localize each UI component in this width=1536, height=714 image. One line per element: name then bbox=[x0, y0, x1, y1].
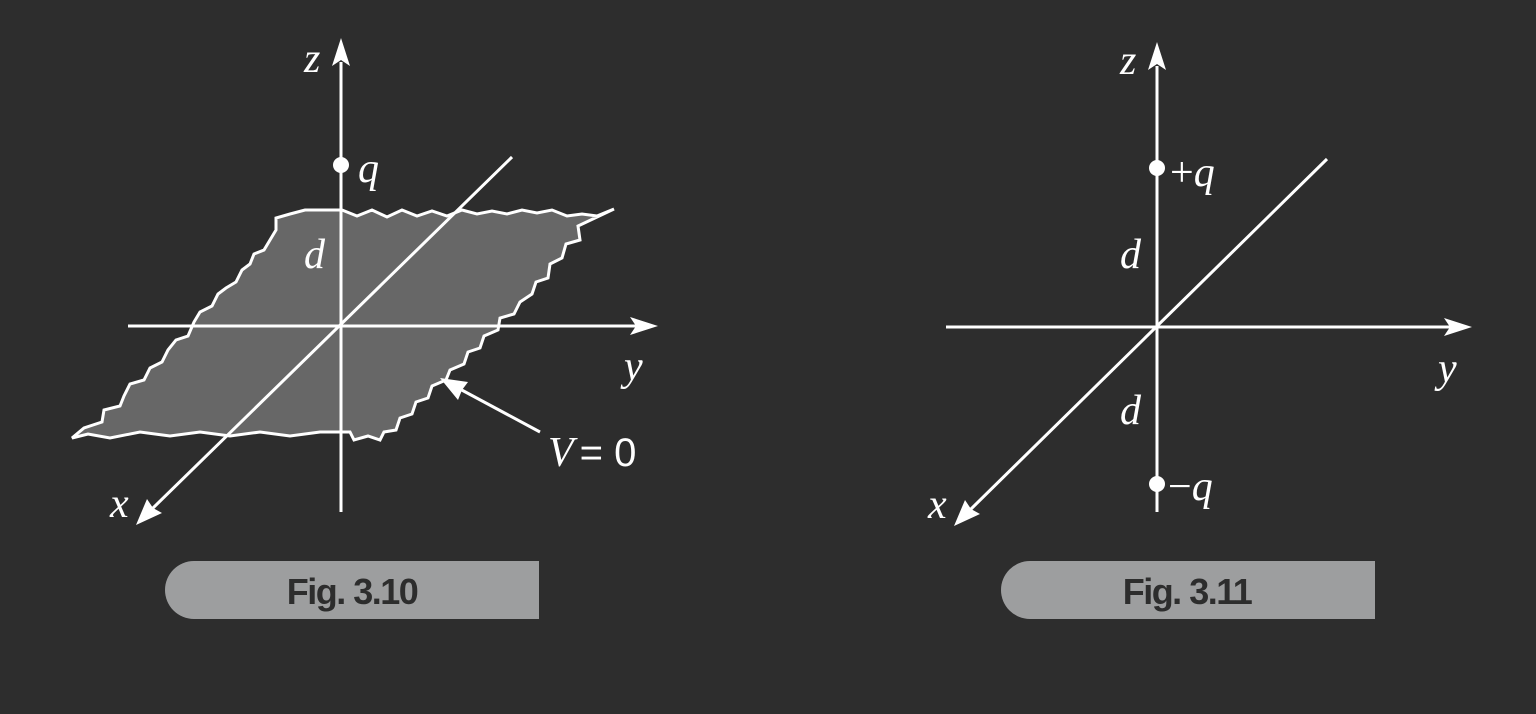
caption-tab bbox=[165, 561, 539, 619]
figure-caption: Fig. 3.11 bbox=[1123, 571, 1253, 612]
negative-sign: − bbox=[1168, 464, 1192, 510]
positive-charge-label: +q bbox=[1170, 150, 1215, 196]
x-axis-arrow bbox=[954, 500, 980, 526]
plane-potential-label: V= 0 bbox=[548, 430, 636, 476]
potential-symbol: V bbox=[548, 430, 578, 476]
x-axis bbox=[968, 157, 1329, 512]
y-axis-arrow bbox=[630, 317, 658, 335]
positive-q: q bbox=[1194, 150, 1215, 196]
plane-pointer bbox=[457, 386, 541, 434]
potential-value: = 0 bbox=[580, 431, 637, 475]
y-axis-arrow bbox=[1444, 318, 1472, 336]
charge-label: q bbox=[358, 146, 379, 192]
negative-q: q bbox=[1192, 464, 1213, 510]
figure-caption: Fig. 3.10 bbox=[287, 571, 418, 612]
positive-charge bbox=[1149, 160, 1165, 176]
negative-charge bbox=[1149, 476, 1165, 492]
z-axis-label: z bbox=[303, 36, 320, 82]
figure-3-11: z y x +q −q d d Fig. 3.11 bbox=[927, 38, 1472, 619]
point-charge bbox=[333, 157, 349, 173]
distance-lower-label: d bbox=[1120, 388, 1142, 434]
x-axis-arrow bbox=[136, 499, 162, 525]
x-axis bbox=[150, 155, 514, 511]
negative-charge-label: −q bbox=[1168, 464, 1213, 510]
positive-sign: + bbox=[1170, 150, 1194, 196]
distance-upper-label: d bbox=[1120, 232, 1142, 278]
z-axis-label: z bbox=[1119, 38, 1136, 84]
distance-label: d bbox=[304, 232, 326, 278]
plane-pointer-arrow bbox=[440, 378, 468, 400]
caption-tab bbox=[1001, 561, 1375, 619]
y-axis-label: y bbox=[1434, 346, 1457, 392]
x-axis-label: x bbox=[927, 482, 947, 528]
y-axis-label: y bbox=[620, 344, 643, 390]
z-axis-arrow bbox=[1148, 42, 1166, 70]
figure-3-10: z y x q d V= 0 Fig. 3.10 bbox=[71, 36, 658, 619]
z-axis-arrow bbox=[332, 38, 350, 66]
x-axis-label: x bbox=[109, 481, 129, 527]
